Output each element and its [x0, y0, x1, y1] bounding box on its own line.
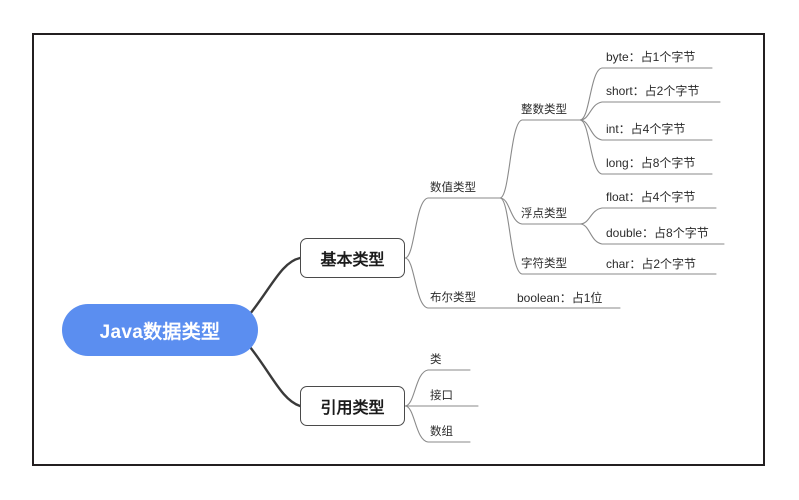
leaf-label-class[interactable]: 类 [430, 354, 442, 366]
branch-node-primitive-types[interactable]: 基本类型 [300, 238, 405, 278]
leaf-label-array[interactable]: 数组 [430, 426, 453, 438]
leaf-label-long[interactable]: long：占8个字节 [606, 156, 696, 170]
branch-node-reference-types[interactable]: 引用类型 [300, 386, 405, 426]
leaf-label-char[interactable]: char：占2个字节 [606, 257, 697, 271]
group-label-boolean-type[interactable]: 布尔类型 [430, 292, 476, 304]
group-label-numeric-types[interactable]: 数值类型 [430, 182, 476, 194]
leaf-label-int[interactable]: int：占4个字节 [606, 122, 686, 136]
leaf-label-double[interactable]: double：占8个字节 [606, 226, 709, 240]
group-label-integer-types[interactable]: 整数类型 [521, 104, 567, 116]
leaf-label-boolean[interactable]: boolean：占1位 [517, 291, 603, 305]
group-label-floating-types[interactable]: 浮点类型 [521, 208, 567, 220]
leaf-label-float[interactable]: float：占4个字节 [606, 190, 696, 204]
leaf-label-byte[interactable]: byte：占1个字节 [606, 50, 696, 64]
leaf-label-interface[interactable]: 接口 [430, 390, 453, 402]
group-label-character-type[interactable]: 字符类型 [521, 258, 567, 270]
root-node-java-data-types[interactable]: Java数据类型 [62, 304, 258, 356]
leaf-label-short[interactable]: short：占2个字节 [606, 84, 700, 98]
